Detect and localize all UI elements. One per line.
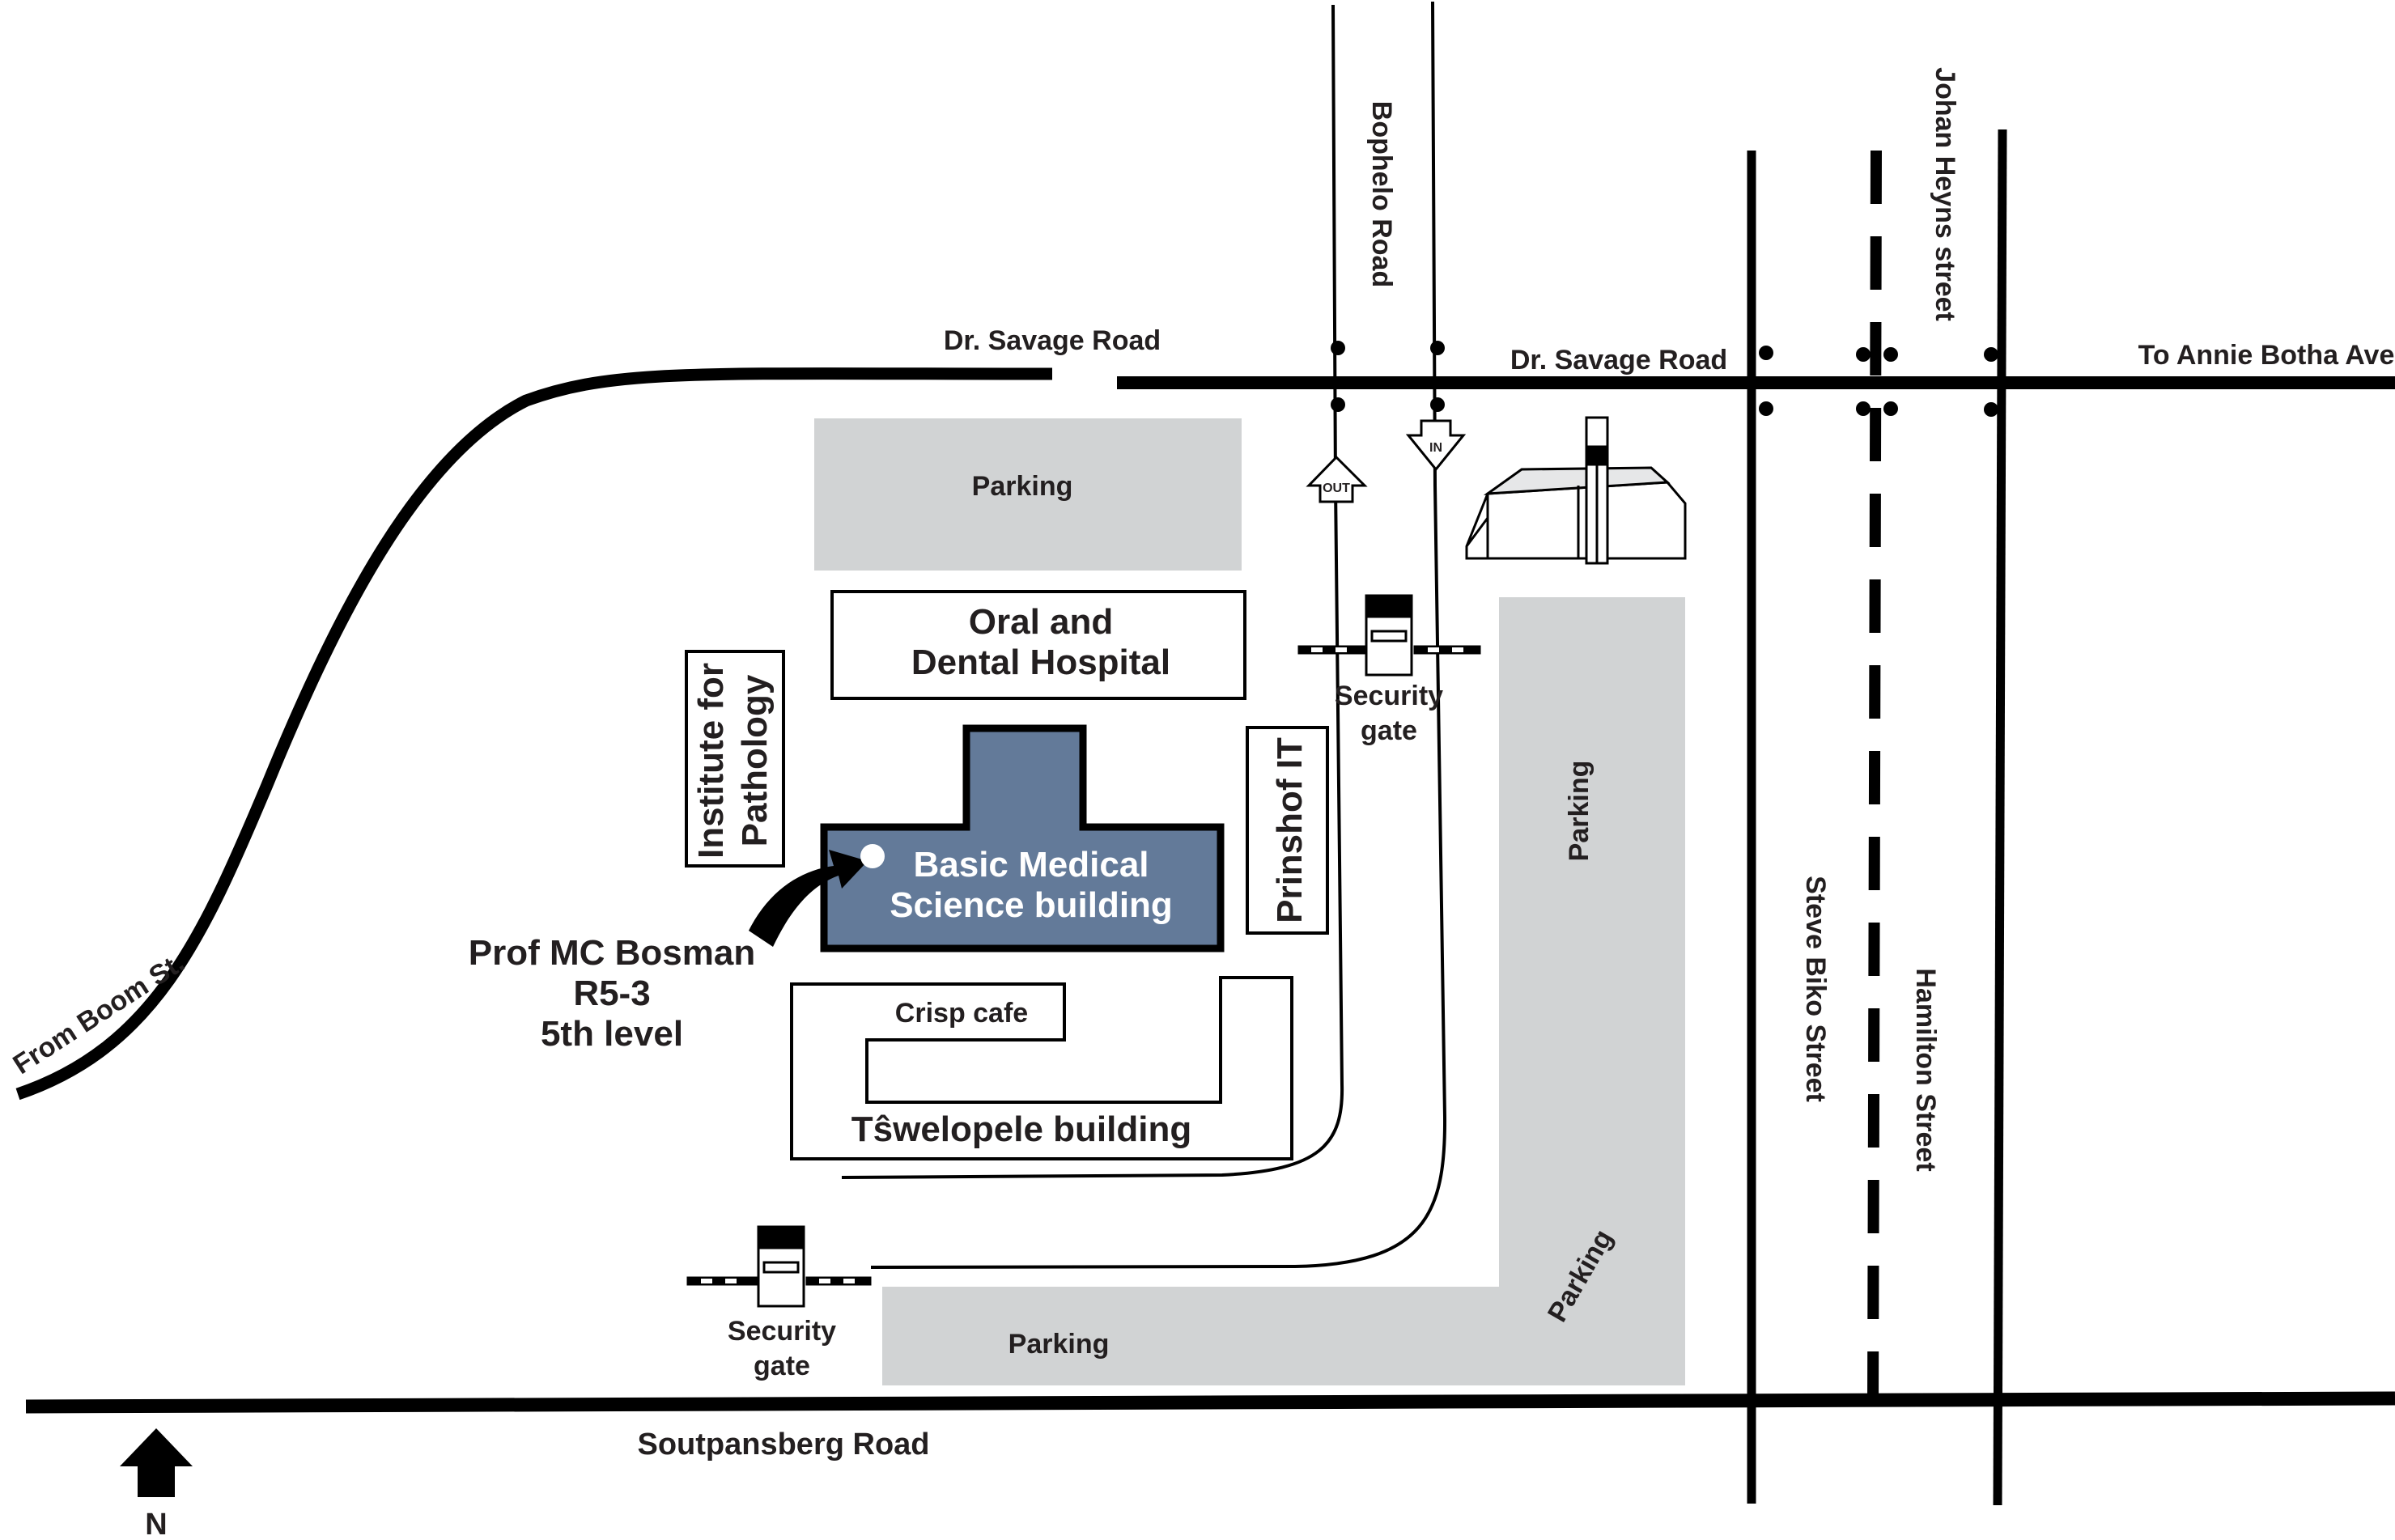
destination-arrow-icon [749, 850, 868, 947]
dr-savage-road-west-label: Dr. Savage Road [944, 325, 1161, 356]
from-boom-label: From Boom St. [7, 947, 189, 1080]
oral-dental-label-2: Dental Hospital [911, 643, 1170, 682]
parking-l-area [882, 597, 1685, 1385]
bms-label-2: Science building [890, 885, 1173, 925]
bms-label-1: Basic Medical [913, 845, 1149, 885]
hamilton-street [1867, 150, 1882, 1411]
prinshof-label: Prinshof IT [1270, 737, 1310, 923]
in-sign-label: IN [1429, 441, 1442, 455]
destination-marker-icon [860, 844, 885, 868]
soutpansberg-road [25, 1391, 2395, 1414]
institute-label-1: Institute for [691, 663, 731, 859]
out-sign-label: OUT [1323, 482, 1350, 495]
parking-bottom-label: Parking [1009, 1329, 1110, 1360]
tswelopele-building [790, 976, 1293, 1160]
out-arrow-icon [1306, 455, 1368, 503]
prinshof-it [1246, 726, 1329, 935]
destination-room: R5-3 [573, 974, 650, 1013]
dr-savage-road-west [15, 367, 1053, 1101]
bophelo-road-label: Bophelo Road [1366, 101, 1397, 287]
tswelopele-label: Tŝwelopele building [851, 1109, 1191, 1149]
north-label: N [145, 1508, 167, 1540]
institute-label-2: Pathology [735, 674, 775, 846]
hamilton-street-label: Hamilton Street [1910, 968, 1941, 1171]
institute-for-pathology [685, 650, 785, 868]
destination-name: Prof MC Bosman [469, 933, 755, 973]
johan-heyns-line [1993, 129, 2007, 1506]
hospital-building-sketch [1465, 416, 1687, 565]
security-gate-top-label-1: Security [1335, 681, 1443, 711]
security-gate-bottom-label-2: gate [754, 1351, 810, 1381]
soutpansberg-road-label: Soutpansberg Road [637, 1428, 929, 1462]
oral-dental-hospital [830, 590, 1246, 700]
bophelo-in-lane [870, 1, 1447, 1269]
crisp-cafe-label: Crisp cafe [895, 998, 1028, 1029]
parking-top-area [814, 418, 1242, 571]
dr-savage-road-east-label: Dr. Savage Road [1510, 345, 1727, 375]
steve-biko-label: Steve Biko Street [1800, 876, 1831, 1102]
in-arrow-icon [1405, 419, 1467, 472]
security-gate-top [1297, 594, 1481, 677]
johan-heyns-label: Johan Heyns street [1930, 67, 1960, 321]
oral-dental-label-1: Oral and [969, 602, 1114, 642]
security-gate-top-label-2: gate [1361, 715, 1417, 746]
basic-medical-science-building[interactable] [820, 724, 1225, 952]
parking-top-label: Parking [972, 471, 1073, 502]
parking-right-label: Parking [1564, 761, 1595, 862]
security-gate-bottom-label-1: Security [728, 1316, 836, 1347]
north-arrow-icon [120, 1428, 193, 1497]
to-annie-botha-label: To Annie Botha Ave [2138, 340, 2395, 371]
security-gate-bottom [686, 1225, 872, 1308]
intersection-dots [1331, 341, 1998, 417]
destination-level: 5th level [541, 1014, 683, 1054]
bophelo-out-lane [841, 4, 1344, 1179]
